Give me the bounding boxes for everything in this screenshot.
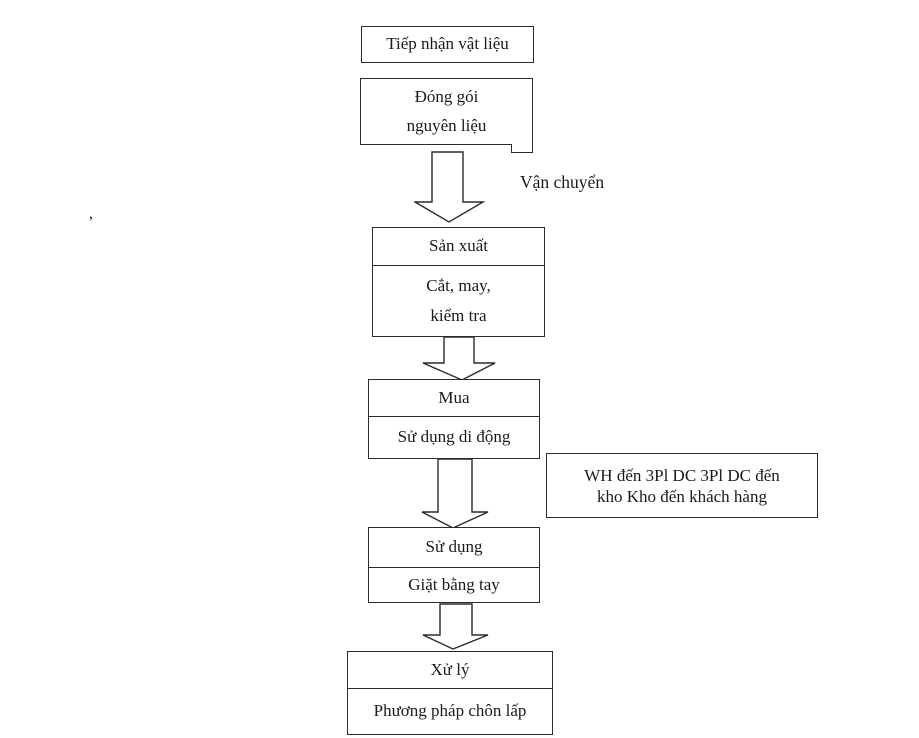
use-body-label: Giặt bằng tay — [408, 574, 500, 594]
disposal-body-label: Phương pháp chôn lấp — [373, 701, 527, 721]
production-body-line1: Cắt, may, — [426, 275, 491, 295]
flow-box-packing: Đóng gói nguyên liệu — [360, 78, 533, 145]
flow-box-production: Sản xuất Cắt, may, kiểm tra — [372, 227, 545, 337]
production-header: Sản xuất — [373, 228, 544, 266]
purchase-header: Mua — [369, 380, 539, 417]
disposal-header-label: Xử lý — [430, 659, 470, 679]
packing-label-line1: Đóng gói — [414, 87, 479, 107]
flow-box-receive-materials: Tiếp nhận vật liệu — [361, 26, 534, 63]
use-body: Giặt bằng tay — [369, 568, 539, 602]
down-block-arrow-3 — [421, 458, 489, 529]
production-body-line2: kiểm tra — [430, 305, 487, 325]
flow-box-use: Sử dụng Giặt bằng tay — [368, 527, 540, 603]
flow-box-purchase: Mua Sử dụng di động — [368, 379, 540, 459]
disposal-header: Xử lý — [348, 652, 552, 689]
down-block-arrow-4 — [422, 603, 489, 650]
packing-box-corner-step — [511, 143, 533, 153]
disposal-body: Phương pháp chôn lấp — [348, 689, 552, 734]
purchase-body-label: Sử dụng di động — [397, 427, 511, 447]
logistics-note-line1: WH đến 3Pl DC 3Pl DC đến — [584, 465, 780, 485]
production-header-label: Sản xuất — [428, 236, 489, 256]
logistics-note-line2: kho Kho đến khách hàng — [597, 486, 767, 506]
stray-comma-mark: , — [89, 205, 93, 222]
use-header: Sử dụng — [369, 528, 539, 568]
down-block-arrow-2 — [422, 336, 496, 381]
flow-box-logistics-note: WH đến 3Pl DC 3Pl DC đến kho Kho đến khá… — [546, 453, 818, 518]
production-body: Cắt, may, kiểm tra — [373, 266, 544, 336]
use-header-label: Sử dụng — [425, 537, 483, 557]
packing-label-line2: nguyên liệu — [406, 115, 487, 135]
down-block-arrow-1 — [414, 151, 485, 223]
purchase-header-label: Mua — [438, 387, 470, 407]
flow-box-disposal: Xử lý Phương pháp chôn lấp — [347, 651, 553, 735]
purchase-body: Sử dụng di động — [369, 417, 539, 458]
transport-label: Vận chuyển — [520, 172, 605, 192]
receive-materials-label: Tiếp nhận vật liệu — [386, 34, 509, 54]
